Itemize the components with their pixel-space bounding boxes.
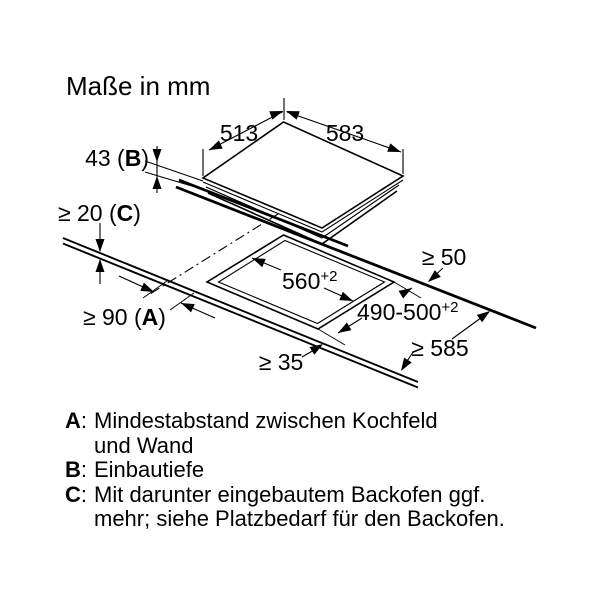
rear-wall-line xyxy=(175,185,537,330)
arrowhead xyxy=(152,176,162,189)
arrowhead xyxy=(152,149,162,162)
legend-row-a2: und Wand xyxy=(65,432,565,459)
legend-letter: B: xyxy=(65,457,88,483)
legend: A: Mindestabstand zwischen Kochfeld und … xyxy=(65,408,565,532)
dim-560-label: 560+2 xyxy=(282,268,337,294)
arrowhead xyxy=(179,298,195,313)
depth-extension-upper xyxy=(144,160,204,182)
dim-490-value: 490-500 xyxy=(357,299,441,325)
cutout-inner-edge xyxy=(217,239,386,325)
arrowhead xyxy=(95,239,105,252)
front-edge-line-upper xyxy=(62,237,419,383)
dim-513-label: 513 xyxy=(220,120,258,146)
dim-90a-letter: A xyxy=(142,304,159,330)
dim-depth-b: 43 (B) xyxy=(85,145,206,193)
cutout-depth-extension-2 xyxy=(317,328,346,346)
dim-cutout-depth: 490-500+2 xyxy=(317,281,459,346)
dim-20c-pre: ≥ 20 ( xyxy=(58,200,117,226)
legend-letter: C: xyxy=(65,481,88,507)
dim-583-line xyxy=(286,111,402,153)
cooktop-glass-bottom-edge xyxy=(202,179,404,233)
cooktop xyxy=(201,121,405,245)
dim-585-label: ≥ 585 xyxy=(411,335,468,361)
dim-560-tolerance: +2 xyxy=(320,268,337,285)
legend-text: Mit darunter eingebautem Backofen ggf. xyxy=(94,481,486,507)
dim-50-label: ≥ 50 xyxy=(422,244,467,270)
legend-row-c: C: Mit darunter eingebautem Backofen ggf… xyxy=(65,481,565,508)
legend-text: Einbautiefe xyxy=(94,457,205,483)
cooktop-body-bottom-edge xyxy=(207,190,398,245)
wall-section-lines xyxy=(62,178,537,389)
cooktop-glass-top xyxy=(201,121,405,229)
arrowhead xyxy=(335,322,352,337)
dim-35-label: ≥ 35 xyxy=(259,349,304,375)
arrowhead xyxy=(397,357,412,374)
legend-text: und Wand xyxy=(94,432,194,458)
dim-43b-letter: B xyxy=(125,145,142,171)
dim-top-width: 513 583 xyxy=(202,98,404,176)
cooktop-shadow-line xyxy=(178,178,349,248)
dim-worktop-depth: ≥ 585 xyxy=(397,307,493,374)
wall-a-extension-1 xyxy=(142,280,168,299)
legend-row-b: B: Einbautiefe xyxy=(65,457,565,483)
dim-560-value: 560 xyxy=(282,268,320,294)
dim-43b-pre: 43 ( xyxy=(85,145,125,171)
dim-43b-post: ) xyxy=(141,145,149,171)
depth-extension-lower xyxy=(144,171,206,191)
dim-20c-letter: C xyxy=(117,200,134,226)
dim-20c-post: ) xyxy=(133,200,141,226)
page-title: Maße in mm xyxy=(66,71,211,101)
arrowhead xyxy=(284,106,300,120)
legend-text: Mindestabstand zwischen Kochfeld xyxy=(94,408,438,433)
centerline-dash-dot xyxy=(149,213,279,295)
arrowhead xyxy=(95,259,105,272)
dim-513-line xyxy=(208,111,284,151)
dim-clearance-c: ≥ 20 (C) xyxy=(58,200,141,284)
cooktop-body-top-edge xyxy=(205,184,400,239)
legend-letter xyxy=(65,507,94,532)
front-edge-line-lower xyxy=(62,242,419,389)
dim-490-label: 490-500+2 xyxy=(357,299,459,325)
dim-43b-label: 43 (B) xyxy=(85,145,149,171)
wall-a-extension-2 xyxy=(169,292,195,311)
dim-20c-label: ≥ 20 (C) xyxy=(58,200,141,226)
dim-490-tolerance: +2 xyxy=(441,299,458,316)
legend-letter xyxy=(65,434,94,459)
arrowhead xyxy=(309,340,326,355)
dim-wall-a: ≥ 90 (A) xyxy=(83,275,216,330)
arrowhead xyxy=(339,291,355,306)
dim-front-clearance: ≥ 35 xyxy=(259,340,326,375)
arrowhead xyxy=(387,143,403,157)
legend-row-a: A: Mindestabstand zwischen Kochfeld xyxy=(65,408,565,434)
dim-90a-pre: ≥ 90 ( xyxy=(83,304,142,330)
dim-rear-clearance: ≥ 50 xyxy=(422,244,467,286)
legend-text: mehr; siehe Platzbedarf für den Backofen… xyxy=(94,506,505,532)
dim-90a-post: ) xyxy=(158,304,166,330)
dim-90a-label: ≥ 90 (A) xyxy=(83,304,166,330)
dim-cutout-width: 560+2 xyxy=(250,253,355,306)
dim-583-label: 583 xyxy=(326,120,364,146)
legend-row-c2: mehr; siehe Platzbedarf für den Backofen… xyxy=(65,507,565,532)
legend-letter: A: xyxy=(65,408,88,433)
